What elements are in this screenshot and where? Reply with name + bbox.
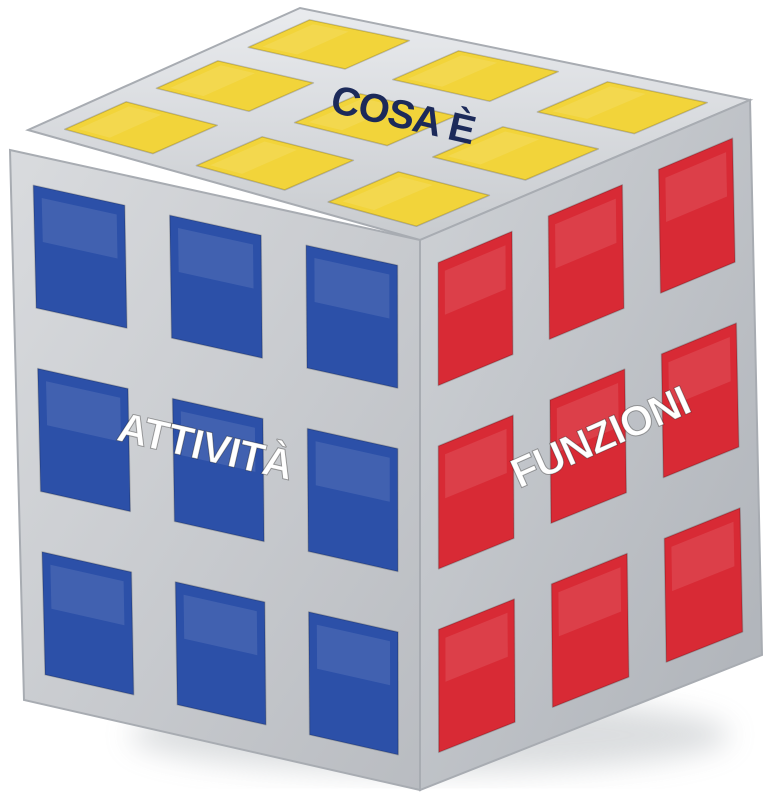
left-face-sticker [305,244,399,389]
top-face-sticker [392,50,560,103]
left-face-sticker [41,551,135,696]
top-face-sticker [155,60,315,113]
left-sticker-highlight [316,624,391,686]
right-face-sticker [660,322,740,479]
left-sticker-highlight [46,381,121,442]
left-sticker-highlight [50,564,125,626]
right-sticker-highlight [555,198,617,269]
right-sticker-highlight [556,383,619,453]
left-sticker-highlight [178,228,254,289]
top-face-sticker [247,19,411,70]
right-face-sticker [547,184,625,341]
top-sticker-highlight [447,131,540,165]
right-sticker-highlight [445,428,507,499]
left-face-sticker [32,184,128,329]
left-face-sticker [174,581,267,726]
top-sticker-highlight [552,86,646,119]
left-sticker-highlight [41,198,118,259]
right-face-sticker [437,230,514,387]
left-face-sticker [168,214,264,359]
top-face-sticker [432,126,600,181]
top-face-sticker [327,171,491,228]
top-sticker-highlight [262,24,349,55]
right-face-sticker [657,137,736,294]
left-face-sticker [171,397,265,543]
top-face-sticker [63,101,219,155]
top-face-sticker [536,81,709,135]
right-face-sticker [437,414,515,570]
right-face-sticker [550,552,630,708]
right-sticker-highlight [558,567,622,637]
cube-stickers [32,19,744,756]
right-face-sticker [549,368,628,524]
top-sticker-highlight [308,98,398,131]
top-sticker-highlight [407,55,498,87]
right-face-sticker [437,598,516,754]
top-sticker-highlight [342,176,433,211]
left-sticker-highlight [314,258,390,319]
left-face-sticker [36,367,132,513]
top-sticker-highlight [170,65,255,97]
right-sticker-highlight [668,337,731,407]
right-face-sticker [663,507,744,663]
top-face-sticker [195,136,355,191]
right-sticker-highlight [444,245,506,315]
top-sticker-highlight [78,106,162,138]
left-face-sticker [306,427,399,573]
right-sticker-highlight [665,152,727,222]
left-sticker-highlight [315,441,390,502]
left-sticker-highlight [180,411,256,472]
right-sticker-highlight [445,612,508,682]
top-sticker-highlight [210,141,297,174]
left-sticker-highlight [183,594,258,656]
left-face-sticker [307,611,399,756]
right-sticker-highlight [671,521,735,592]
top-face-sticker [293,93,457,147]
